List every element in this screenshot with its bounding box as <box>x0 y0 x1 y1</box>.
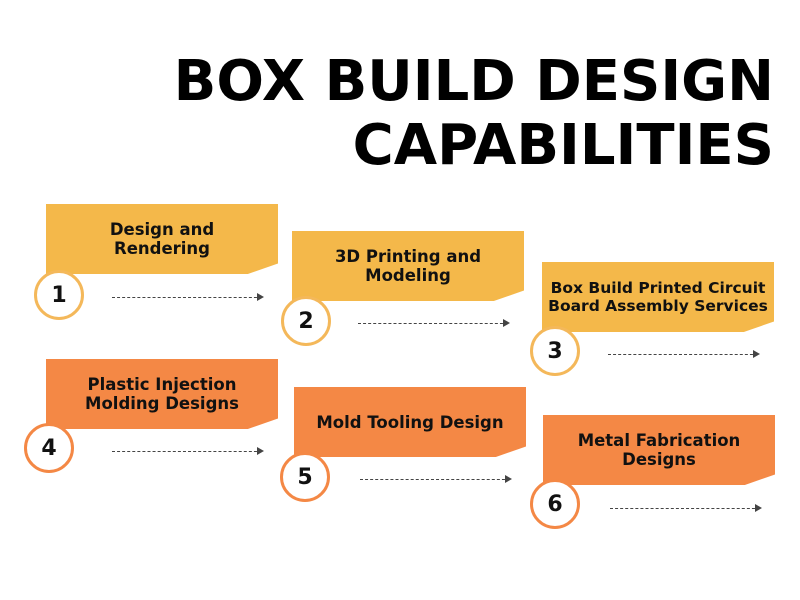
step-4-label: Plastic Injection Molding Designs <box>85 375 239 413</box>
step-2: 3D Printing and Modeling <box>292 231 524 301</box>
step-1-number-badge: 1 <box>34 270 84 320</box>
page-title: BOX BUILD DESIGN CAPABILITIES <box>134 50 774 178</box>
step-4-number-badge: 4 <box>24 423 74 473</box>
step-2-banner: 3D Printing and Modeling <box>292 231 524 301</box>
step-3-arrow <box>608 349 760 363</box>
step-2-arrow <box>358 318 510 332</box>
step-5-arrow <box>360 474 512 488</box>
step-4-arrow <box>112 446 264 460</box>
step-5-label: Mold Tooling Design <box>316 412 504 432</box>
step-6-label: Metal Fabrication Designs <box>577 431 741 469</box>
step-6-number-badge: 6 <box>530 479 580 529</box>
step-5-number-badge: 5 <box>280 452 330 502</box>
step-4: Plastic Injection Molding Designs <box>46 359 278 429</box>
step-2-label: 3D Printing and Modeling <box>334 247 482 285</box>
step-1-banner: Design and Rendering <box>46 204 278 274</box>
step-6-banner: Metal Fabrication Designs <box>543 415 775 485</box>
step-2-number-badge: 2 <box>281 296 331 346</box>
step-3: Box Build Printed Circuit Board Assembly… <box>542 262 774 332</box>
step-1-arrow <box>112 292 264 306</box>
step-6-arrow <box>610 503 762 517</box>
step-3-label: Box Build Printed Circuit Board Assembly… <box>548 279 768 315</box>
title-line-1: BOX BUILD DESIGN <box>173 49 774 114</box>
step-6: Metal Fabrication Designs <box>543 415 775 485</box>
step-5-banner: Mold Tooling Design <box>294 387 526 457</box>
step-1: Design and Rendering <box>46 204 278 274</box>
step-3-banner: Box Build Printed Circuit Board Assembly… <box>542 262 774 332</box>
step-3-number-badge: 3 <box>530 326 580 376</box>
step-5: Mold Tooling Design <box>294 387 526 457</box>
step-1-label: Design and Rendering <box>109 220 215 258</box>
title-line-2: CAPABILITIES <box>352 113 774 178</box>
step-4-banner: Plastic Injection Molding Designs <box>46 359 278 429</box>
